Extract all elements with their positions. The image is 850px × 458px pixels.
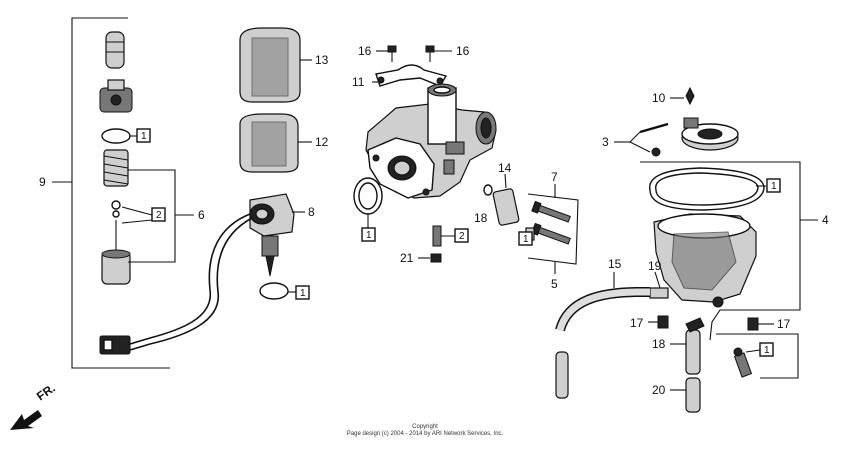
callout-11: 11 [352,75,365,89]
callout-17-left: 17 [630,316,644,330]
callout-15: 15 [608,257,622,271]
callout-8: 8 [308,205,315,219]
boxed-references: 1 2 1 1 2 1 1 1 [136,128,781,357]
svg-text:1: 1 [300,288,306,299]
copyright-line-2: Page design (c) 2004 - 2014 by ARI Netwo… [346,431,504,437]
svg-text:1: 1 [366,230,372,241]
callout-5: 5 [551,277,558,291]
float-valve-group [52,17,194,369]
callout-9: 9 [39,175,46,189]
drain-tube-part [670,317,705,413]
copyright-notice: Copyright Page design (c) 2004 - 2014 by… [0,424,850,438]
ref-box-1-a: 1 [136,128,151,143]
callout-14: 14 [498,161,512,175]
callout-16-left: 16 [358,44,372,58]
intake-gasket-part [353,177,383,228]
callout-3: 3 [602,135,609,149]
float-chamber-part [640,161,818,341]
drain-screw-part [648,315,799,379]
callout-21: 21 [400,251,414,265]
callout-16-right: 16 [456,44,470,58]
overflow-hose-part [555,272,650,399]
cover-12-part [239,113,312,173]
callout-labels: 9 6 13 12 8 16 16 11 14 18 7 5 21 10 3 4… [39,44,829,397]
svg-text:1: 1 [771,181,777,192]
valve-body-part [99,79,133,113]
front-direction-arrow-icon [10,410,42,430]
callout-20: 20 [652,383,666,397]
svg-text:1: 1 [764,345,770,356]
svg-text:2: 2 [156,210,162,221]
ref-box-1-f: 1 [759,342,774,357]
ref-box-1-c: 1 [361,227,376,242]
float-part [614,86,739,157]
callout-6: 6 [198,208,205,222]
carburetor-body-part [365,45,497,199]
o-ring-8-part [259,282,289,300]
plunger-part [101,249,131,285]
callout-18-lower: 18 [652,337,666,351]
svg-text:1: 1 [523,234,529,245]
callout-13: 13 [315,53,329,67]
ref-box-1-e: 1 [766,178,781,193]
callout-7: 7 [551,170,558,184]
svg-text:1: 1 [141,131,147,142]
spring-part [103,149,129,187]
callout-17-right: 17 [777,317,791,331]
ref-box-2-b: 2 [454,228,469,243]
ref-box-1-d: 1 [518,231,533,246]
cover-13-part [239,27,312,103]
ref-box-2-a: 2 [151,207,166,222]
ref-box-1-b: 1 [295,285,310,300]
callout-4: 4 [822,213,829,227]
filter-cap-part [105,31,125,69]
o-ring-part [101,128,131,144]
callout-19: 19 [648,259,662,273]
callout-10: 10 [652,91,666,105]
copyright-line-1: Copyright [412,424,438,430]
callout-18-upper: 18 [474,211,488,225]
callout-12: 12 [315,135,329,149]
auto-choke-part [99,193,305,355]
svg-text:2: 2 [459,231,465,242]
